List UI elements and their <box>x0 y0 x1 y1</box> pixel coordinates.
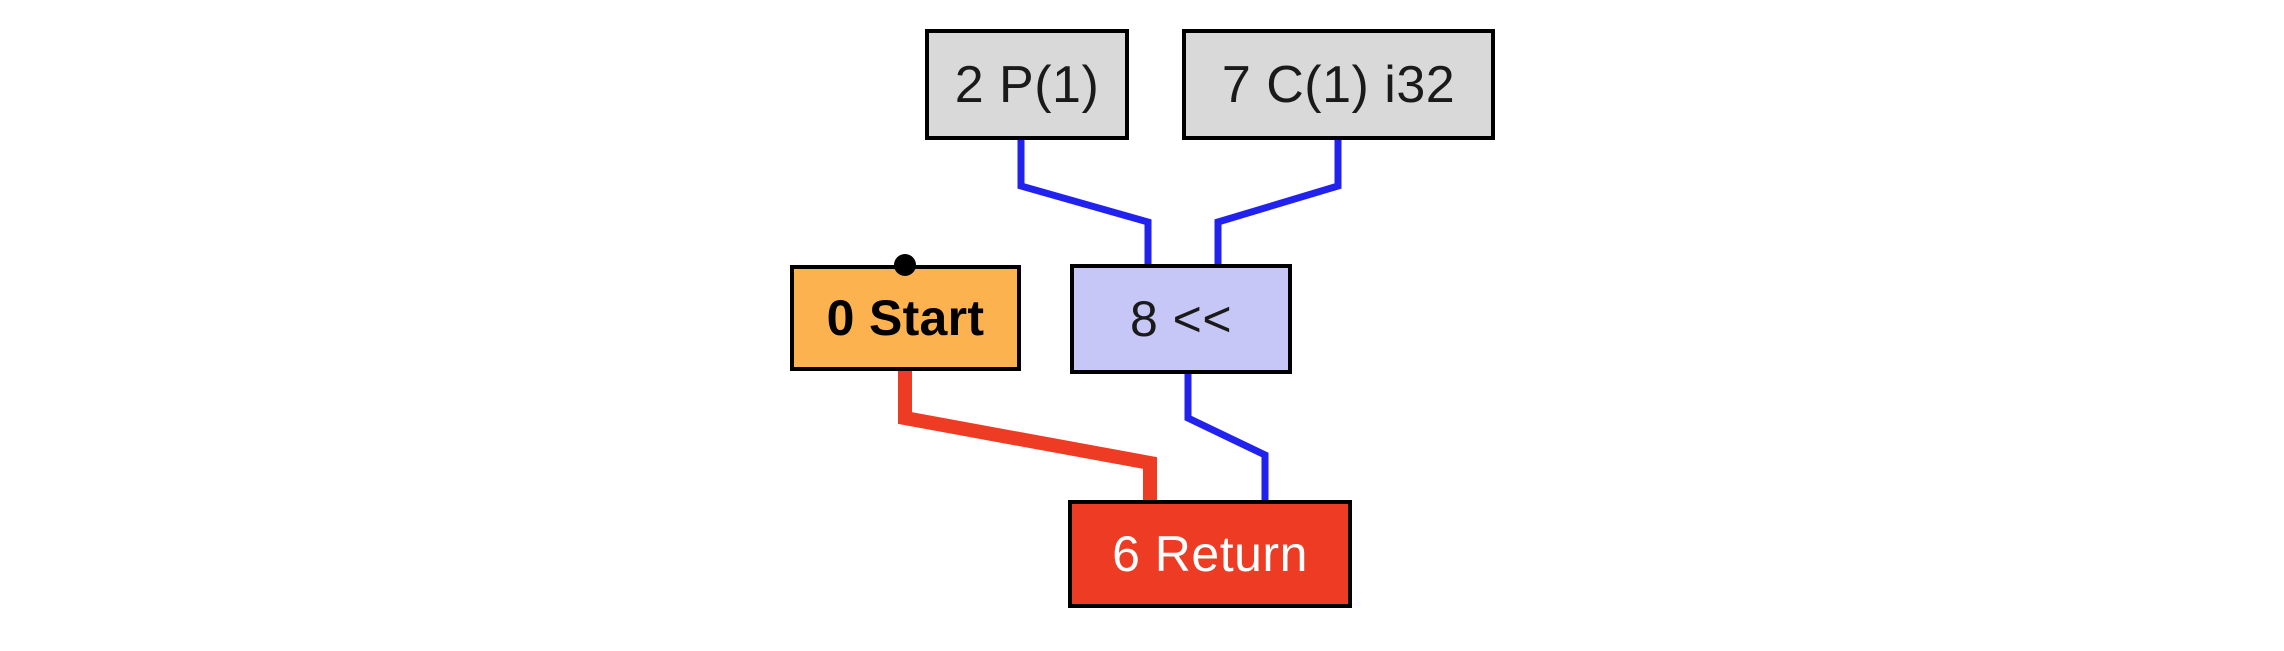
node-start[interactable]: 0 Start <box>790 265 1021 371</box>
node-label: 0 Start <box>826 290 985 346</box>
node-shift-left[interactable]: 8 << <box>1070 264 1292 374</box>
node-label: 8 << <box>1129 291 1233 347</box>
edge-const-p1-to-shift <box>1017 140 1152 264</box>
node-const-p1[interactable]: 2 P(1) <box>925 29 1129 140</box>
node-label: 2 P(1) <box>954 55 1100 114</box>
node-return[interactable]: 6 Return <box>1068 500 1352 608</box>
node-label: 6 Return <box>1112 526 1308 582</box>
edge-start-to-return-control <box>898 371 1157 500</box>
edge-const-c1-to-shift <box>1214 140 1342 264</box>
edge-shift-to-return <box>1184 374 1269 500</box>
node-label: 7 C(1) i32 <box>1221 55 1456 114</box>
node-const-c1-i32[interactable]: 7 C(1) i32 <box>1182 29 1495 140</box>
start-anchor-dot <box>894 254 916 276</box>
